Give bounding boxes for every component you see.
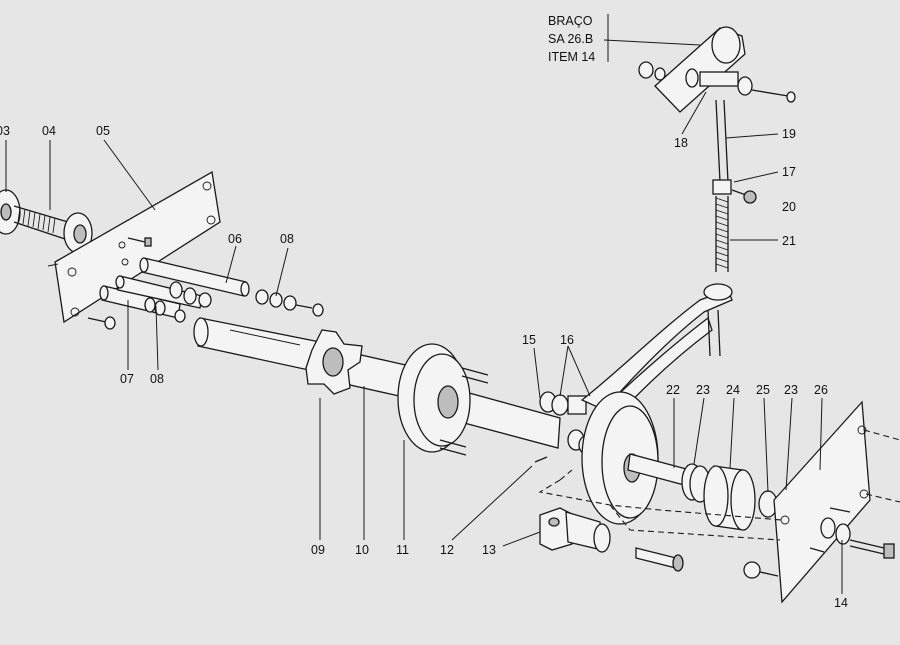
label-18: 18	[674, 136, 688, 150]
label-12: 12	[440, 543, 454, 557]
label-06: 06	[228, 232, 242, 246]
label-17: 17	[782, 165, 796, 179]
part-12-pin	[534, 456, 548, 463]
part-03-washer	[0, 189, 21, 235]
part-18-top-link	[638, 26, 796, 113]
part-11-hub-flange	[397, 343, 489, 456]
part-04-threaded-stud	[13, 205, 93, 254]
label-15: 15	[522, 333, 536, 347]
label-16: 16	[560, 333, 574, 347]
note-line-3: ITEM 14	[548, 50, 595, 64]
part-10-main-shaft	[193, 317, 561, 449]
part-20-screw	[731, 189, 757, 204]
label-07: 07	[120, 372, 134, 386]
label-11: 11	[396, 543, 409, 557]
part-26-right-plate	[773, 400, 871, 604]
note-line-2: SA 26.B	[548, 32, 593, 46]
label-26: 26	[814, 383, 828, 397]
label-08-bottom: 08	[150, 372, 164, 386]
label-03: 03	[0, 124, 10, 138]
label-23-right: 23	[784, 383, 798, 397]
part-09-star-knob	[305, 329, 363, 395]
label-22: 22	[666, 383, 680, 397]
part-13-block	[539, 507, 611, 553]
label-24: 24	[726, 383, 740, 397]
bottom-bolt	[635, 547, 684, 572]
label-05: 05	[96, 124, 110, 138]
assembly-dashed-lines	[538, 469, 783, 541]
leader-lines	[5, 14, 843, 594]
part-05-left-plate	[47, 170, 221, 324]
label-21: 21	[782, 234, 796, 248]
label-14: 14	[834, 596, 848, 610]
label-20: 20	[782, 200, 796, 214]
plate-screws	[87, 237, 152, 330]
part-08-washers-nuts	[144, 281, 324, 323]
label-13: 13	[482, 543, 496, 557]
label-23-left: 23	[696, 383, 710, 397]
label-09: 09	[311, 543, 325, 557]
label-19: 19	[782, 127, 796, 141]
label-25: 25	[756, 383, 770, 397]
label-10: 10	[355, 543, 369, 557]
main-disc	[581, 391, 659, 525]
label-04: 04	[42, 124, 56, 138]
label-08-top: 08	[280, 232, 294, 246]
part-19-21-rod-spring	[712, 99, 732, 272]
part-14-bolts	[743, 429, 900, 579]
note-line-1: BRAÇO	[548, 14, 593, 28]
part-06-rod	[139, 257, 250, 297]
